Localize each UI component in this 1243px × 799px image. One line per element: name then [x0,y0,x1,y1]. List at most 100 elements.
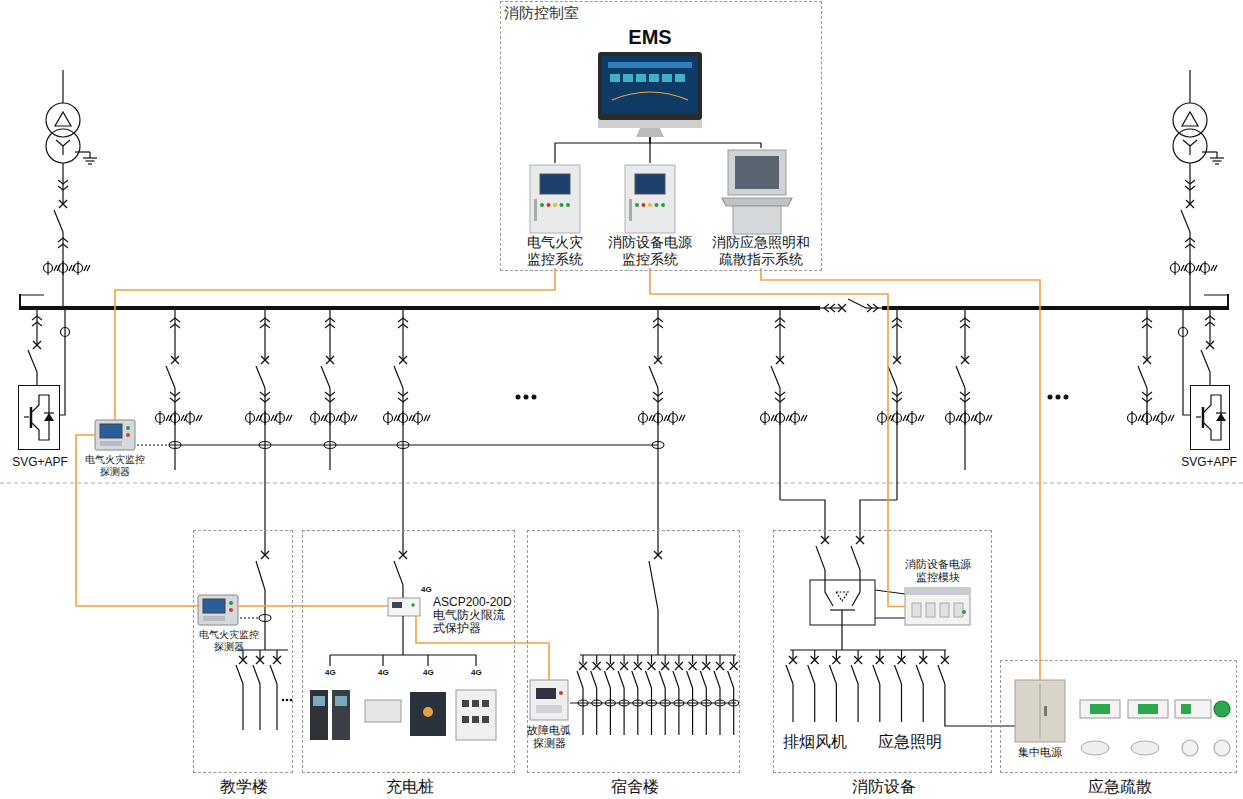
indicator-lamp [547,203,551,207]
wire [964,388,965,470]
ellipsis-dot [1048,395,1053,400]
breaker-mark [239,656,247,664]
withdrawable-contact [1142,318,1152,322]
current-transformer [918,415,921,421]
busbar-end [1204,295,1228,296]
wire [75,151,90,152]
current-transformer [896,411,897,425]
wire [329,388,330,470]
wire [276,684,277,730]
node-text: 宿舍楼 [508,777,761,796]
svg-apf-box: SVG+APF [1190,385,1230,450]
wire [657,388,658,540]
breaker-mark [33,341,41,349]
current-transformer [642,411,643,425]
wire [792,684,793,722]
wire [651,655,652,664]
signal-wire [570,702,736,703]
withdrawable-contact [653,318,663,322]
busbar-end [20,295,44,296]
ats-actuator [836,592,848,601]
wye-symbol [1189,146,1190,155]
cabinet-strip [629,199,632,221]
ellipsis-dot [524,395,529,400]
current-transformer [387,411,388,425]
withdrawable-contact [170,398,180,402]
withdrawable-contact [170,392,180,396]
breaker-mark [1143,356,1151,364]
breaker-mark [256,656,264,664]
current-transformer [329,411,330,425]
current-transformer [804,415,807,421]
zone-separator [0,483,1243,484]
module-terminal [926,603,935,617]
wire [923,684,924,722]
screen-bar [608,62,692,68]
node-text: 消防设备电源 监控模块 [900,558,976,584]
detector-screen [100,424,122,438]
ground-symbol [88,163,92,164]
wire [706,688,707,735]
ellipsis-dot [290,699,293,702]
breaker-mark [399,551,407,559]
wire [792,650,793,660]
indicator-lamp [655,203,659,207]
node-text: 电气火灾 监控系统 [515,234,595,268]
transformer-winding [46,129,80,163]
exit-sign [1175,700,1211,718]
diode-symbol [1216,413,1226,421]
node-text: 集中电源 [1010,746,1070,759]
node-text: 电气火灾监控 探测器 [196,629,262,653]
withdrawable-contact [1185,180,1195,184]
breaker-mark [832,656,840,664]
switch-blade [577,671,583,688]
wire [62,70,63,103]
transformer-winding [1173,103,1207,137]
wire [610,688,611,735]
node-text: SVG+APF [1177,455,1241,469]
wire [1183,308,1190,415]
current-transformer [62,261,63,275]
switch-blade [1138,366,1147,388]
wire [836,650,837,660]
current-transformer [409,415,412,421]
withdrawable-contact [58,244,68,248]
switch-blade [851,665,858,684]
wire [945,722,1015,726]
withdrawable-contact [1142,392,1152,396]
wire [402,616,403,655]
breaker-mark [256,656,264,664]
withdrawable-contact [775,398,785,402]
igbt-symbol [24,416,29,417]
network-link [650,137,761,148]
current-transformer [679,415,682,421]
breaker-mark [171,356,179,364]
withdrawable-contact [653,392,663,396]
wire [382,655,383,666]
signal-wire [137,444,170,445]
diode-symbol [44,413,54,421]
withdrawable-contact [1185,244,1195,248]
cabinet-handle [1044,706,1047,716]
withdrawable-contact [325,324,335,328]
wire [896,308,897,360]
switch-blade [166,366,175,388]
building-zone: 电气火灾监控 探测器教学楼 [193,530,293,773]
switch-blade [786,665,793,684]
switch-blade [916,665,923,684]
screen-tile [636,74,646,82]
withdrawable-contact [58,238,68,242]
charger-port [462,716,469,723]
node-text: 电气火灾监控 探测器 [80,454,150,478]
breaker-mark [261,551,269,559]
current-transformer [402,411,403,425]
switch-blade [618,671,624,688]
wye-symbol [62,146,63,155]
current-transformer [1214,265,1217,271]
wire [60,308,65,415]
withdrawable-contact [960,392,970,396]
withdrawable-contact [892,392,902,396]
wire [1209,372,1210,385]
withdrawable-contact [960,398,970,402]
breaker-mark [898,656,906,664]
